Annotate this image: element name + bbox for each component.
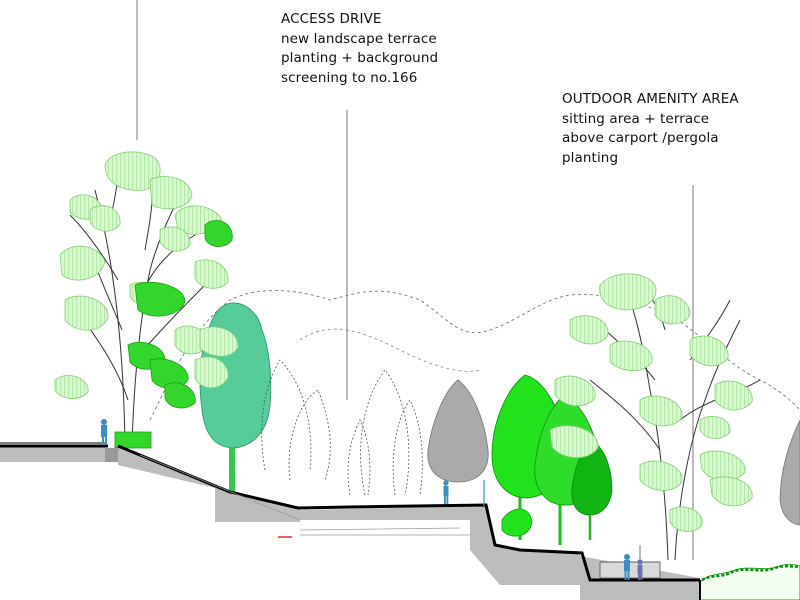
ground-terrace-2 — [300, 506, 488, 520]
planting-right-bed — [699, 563, 800, 600]
tree-teal — [194, 302, 272, 495]
ground-terrace-3 — [470, 506, 580, 585]
tree-left-mid-foliage — [127, 220, 233, 409]
ground-line — [0, 444, 700, 582]
hill-outline-lower — [299, 328, 481, 372]
annotation-access-drive-line-2: planting + background — [281, 50, 439, 66]
annotation-outdoor-amenity-line-2: above carport /pergola — [562, 130, 719, 146]
hill-outline — [149, 290, 800, 421]
tree-grey-middle — [427, 379, 489, 505]
ground-left-slab — [0, 445, 105, 462]
annotation-access-drive-line-3: screening to no.166 — [281, 69, 418, 86]
tree-right-large-foliage — [549, 273, 753, 532]
garden-line — [139, 454, 470, 536]
annotation-outdoor-amenity-line-3: planting — [562, 149, 619, 166]
ground-terrace-1 — [118, 448, 300, 522]
planting-right-bed-foliage — [701, 564, 800, 582]
annotation-access-drive-line-1: new landscape terrace — [281, 30, 437, 47]
annotation-outdoor-amenity-title: OUTDOOR AMENITY AREA — [562, 91, 739, 107]
tree-bright-green-group — [491, 374, 613, 545]
hedge-left — [114, 431, 152, 449]
annotation-access-drive: ACCESS DRIVE new landscape terrace plant… — [281, 10, 438, 88]
figure-person-right-2 — [637, 559, 643, 580]
figure-person-right-1 — [624, 554, 630, 580]
annotation-outdoor-amenity: OUTDOOR AMENITY AREA sitting area + terr… — [562, 90, 739, 168]
ground-wall-1 — [105, 448, 118, 462]
tree-grey-right — [779, 419, 800, 526]
annotation-access-drive-title: ACCESS DRIVE — [281, 11, 382, 27]
figure-person-middle — [443, 480, 449, 504]
tree-sketch-dashed — [261, 359, 423, 496]
figure-person-left — [101, 419, 107, 445]
annotation-outdoor-amenity-line-1: sitting area + terrace — [562, 110, 710, 127]
